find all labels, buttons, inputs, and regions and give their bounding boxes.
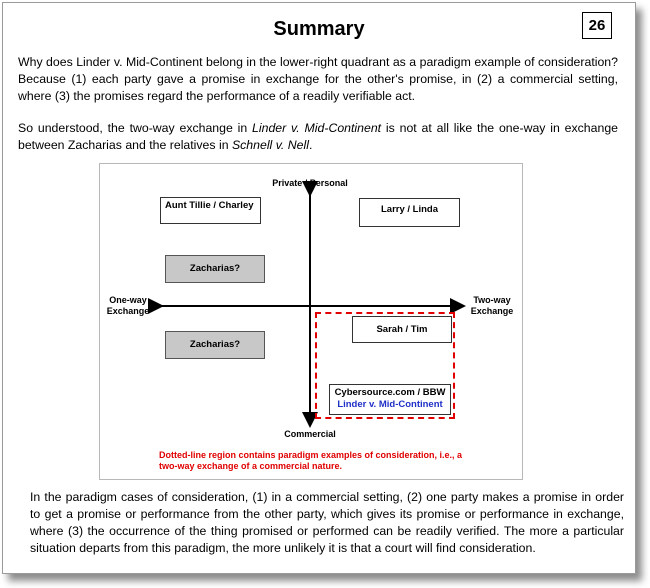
dotted-region (315, 312, 455, 419)
axis-label-left-line2: Exchange (106, 306, 150, 316)
axis-label-right-line2: Exchange (470, 306, 514, 316)
box-larry-linda: Larry / Linda (359, 198, 460, 227)
axis-label-top: Private / Personal (272, 178, 348, 188)
page-title: Summary (273, 18, 365, 40)
note-line2: two-way exchange of a commercial nature. (159, 461, 343, 471)
case-name-schnell: Schnell v. Nell (231, 138, 309, 152)
text-segment: So understood, the two-way exchange in (18, 121, 253, 135)
text-segment: is not at all like the one-way in exchan… (18, 121, 618, 152)
note-line1: Dotted-line region contains paradigm exa… (159, 450, 463, 460)
text-segment: . (308, 138, 313, 152)
page-number-badge: 26 (582, 12, 612, 39)
paragraph-comparison: So understood, the two-way exchange in L… (18, 120, 618, 154)
case-name-linder: Linder v. Mid-Continent (252, 121, 382, 135)
box-cybersource-line1: Cybersource.com / BBW (334, 387, 446, 398)
box-aunt-tillie: Aunt Tillie / Charley (160, 197, 261, 224)
axes-svg (148, 181, 466, 428)
axis-label-left-line1: One-way (109, 295, 147, 305)
axis-label-bottom: Commercial (284, 429, 336, 439)
box-cybersource: Cybersource.com / BBW Linder v. Mid-Cont… (329, 384, 451, 415)
paragraph-intro: Why does Linder v. Mid-Continent belong … (18, 55, 618, 103)
dotted-region-note: Dotted-line region contains paradigm exa… (159, 450, 499, 472)
box-zacharias-lower: Zacharias? (165, 331, 265, 359)
axis-label-right: Two-way Exchange (464, 295, 520, 317)
slide: Summary 26 Why does Linder v. Mid-Contin… (2, 2, 636, 574)
axis-label-right-line1: Two-way (473, 295, 511, 305)
box-cybersource-line2: Linder v. Mid-Continent (337, 399, 443, 410)
box-sarah-tim: Sarah / Tim (352, 316, 452, 343)
axis-label-left: One-way Exchange (100, 295, 156, 317)
box-zacharias-upper: Zacharias? (165, 255, 265, 283)
paragraph-conclusion: In the paradigm cases of consideration, … (30, 490, 624, 555)
quadrant-diagram: Private / Personal Commercial One-way Ex… (99, 163, 523, 480)
